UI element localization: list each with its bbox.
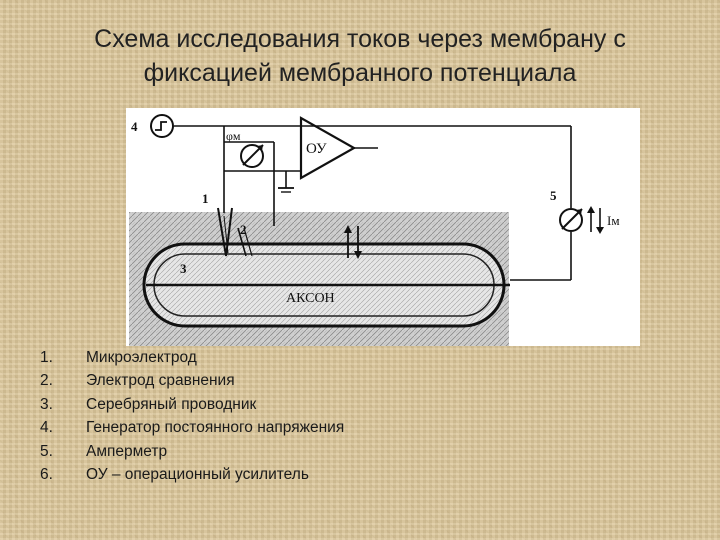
legend-item: 6. ОУ – операционный усилитель — [40, 464, 344, 488]
dc-generator-icon — [150, 114, 174, 138]
ground-icon — [278, 171, 294, 193]
title-line-1: Схема исследования токов через мембрану … — [94, 25, 626, 53]
title-line-2: фиксацией мембранного потенциала — [143, 59, 577, 87]
legend-item: 1. Микроэлектрод — [40, 346, 344, 370]
label-4: 4 — [131, 119, 138, 134]
reference-electrode-tip-icon — [237, 227, 253, 257]
legend-text: Генератор постоянного напряжения — [86, 419, 345, 437]
label-5: 5 — [550, 188, 557, 203]
label-2: 2 — [240, 222, 247, 237]
current-arrows-icon — [587, 206, 604, 234]
legend-text: Микроэлектрод — [86, 348, 197, 366]
label-3: 3 — [180, 261, 187, 276]
voltmeter-icon — [240, 144, 264, 168]
legend-number: 1. — [40, 348, 53, 366]
label-axon: АКСОН — [286, 291, 335, 306]
legend-item: 3. Серебряный проводник — [40, 393, 344, 417]
legend-text: Электрод сравнения — [86, 372, 235, 390]
legend-item: 2. Электрод сравнения — [40, 370, 344, 394]
legend-number: 2. — [40, 372, 53, 390]
label-phi-m: φм — [226, 129, 241, 143]
label-1: 1 — [202, 191, 209, 206]
legend-number: 4. — [40, 419, 53, 437]
legend-number: 3. — [40, 395, 53, 413]
legend-item: 4. Генератор постоянного напряжения — [40, 417, 344, 441]
label-current: Iм — [607, 213, 620, 228]
ammeter-icon — [559, 208, 583, 232]
membrane-current-arrows-icon — [344, 225, 362, 259]
circuit-diagram: 4 φм ОУ 1 2 3 5 Iм АКСОН — [126, 108, 640, 346]
legend-number: 5. — [40, 442, 53, 460]
op-amp-icon — [299, 116, 357, 180]
circuit-svg: 4 φм ОУ 1 2 3 5 Iм АКСОН — [129, 114, 620, 346]
legend-text: ОУ – операционный усилитель — [86, 466, 309, 484]
legend-item: 5. Амперметр — [40, 440, 344, 464]
legend-list: 1. Микроэлектрод 2. Электрод сравнения 3. С… — [40, 346, 344, 487]
legend-text: Амперметр — [86, 442, 168, 460]
microelectrode-icon — [217, 171, 233, 257]
legend-text: Серебряный проводник — [86, 395, 257, 413]
slide-title: Схема исследования токов через мембрану … — [60, 22, 660, 90]
legend-number: 6. — [40, 466, 53, 484]
label-amp: ОУ — [306, 141, 327, 157]
